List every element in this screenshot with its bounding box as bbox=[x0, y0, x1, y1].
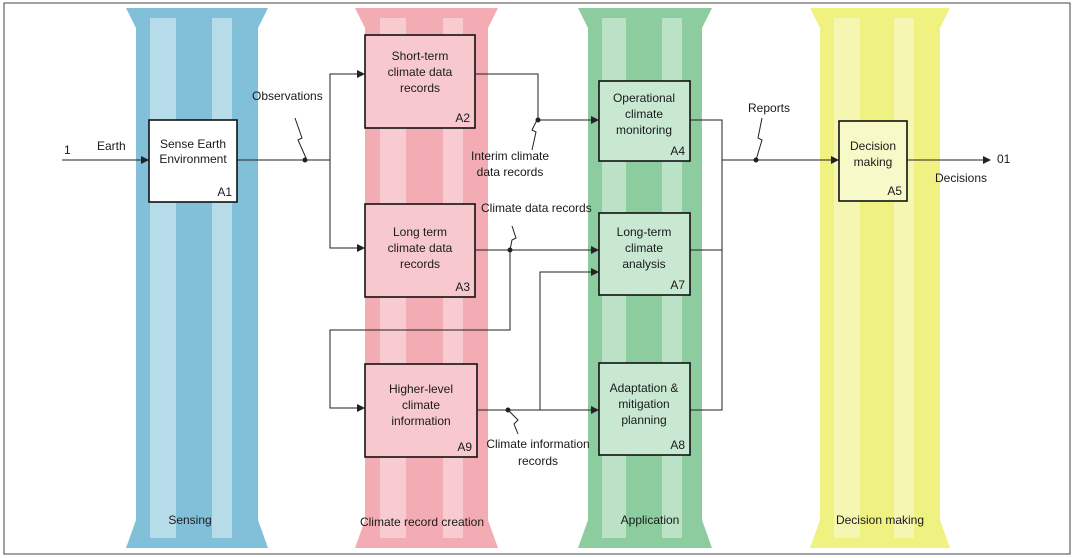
diagram-frame bbox=[3, 2, 1071, 555]
box-a7: Long-term climate analysis A7 bbox=[598, 212, 691, 296]
box-a3-line-1: Long term bbox=[393, 225, 447, 239]
box-a7-id: A7 bbox=[670, 278, 685, 292]
line-a8-out bbox=[690, 250, 723, 411]
line-a4-out bbox=[690, 119, 723, 160]
box-a3-id: A3 bbox=[455, 280, 470, 294]
pillar-label-application: Application bbox=[621, 513, 680, 527]
box-a1: Sense Earth Environment A1 bbox=[148, 119, 238, 203]
box-a4: Operational climate monitoring A4 bbox=[598, 80, 691, 162]
box-a9-line-1: Higher-level bbox=[389, 382, 453, 396]
box-a5-line-2: making bbox=[854, 155, 893, 169]
dot-climate-info bbox=[505, 407, 511, 413]
box-a4-line-1: Operational bbox=[613, 91, 675, 105]
label-interim-line-1: Interim climate bbox=[471, 149, 549, 163]
arrow-to-a2 bbox=[329, 70, 365, 160]
leader-interim bbox=[531, 117, 539, 151]
box-a4-line-2: climate bbox=[625, 107, 663, 121]
pillar-sensing: Sensing bbox=[126, 8, 268, 548]
box-a8-line-2: mitigation bbox=[618, 397, 669, 411]
box-a3-line-3: records bbox=[400, 257, 440, 271]
label-observations: Observations bbox=[252, 89, 323, 103]
box-a2-line-3: records bbox=[400, 81, 440, 95]
box-a1-line-1: Sense Earth bbox=[160, 137, 226, 151]
box-a1-line-2: Environment bbox=[159, 152, 227, 166]
dot-reports bbox=[753, 157, 759, 163]
label-climate-info-line-2: records bbox=[518, 454, 558, 468]
leader-observations bbox=[294, 117, 307, 159]
box-a4-line-3: monitoring bbox=[616, 123, 672, 137]
box-a2-line-2: climate data bbox=[388, 65, 453, 79]
leader-reports bbox=[755, 117, 763, 161]
arrow-to-a3 bbox=[329, 160, 365, 252]
pillar-label-climate-record-creation: Climate record creation bbox=[360, 515, 484, 529]
box-a9-line-2: climate bbox=[402, 398, 440, 412]
box-a7-line-3: analysis bbox=[622, 257, 665, 271]
flow-labels: 1 Earth Observations Interim climate dat… bbox=[64, 89, 1011, 468]
box-a1-id: A1 bbox=[217, 185, 232, 199]
box-a5: Decision making A5 bbox=[838, 120, 908, 202]
box-a8-line-3: planning bbox=[621, 413, 666, 427]
label-reports: Reports bbox=[748, 101, 790, 115]
pillar-decision-making: Decision making bbox=[810, 8, 950, 548]
leader-climate-data-records bbox=[509, 225, 517, 251]
box-a7-line-1: Long-term bbox=[617, 225, 672, 239]
box-a2-id: A2 bbox=[455, 111, 470, 125]
box-a5-line-1: Decision bbox=[850, 139, 896, 153]
box-a2: Short-term climate data records A2 bbox=[364, 34, 476, 129]
box-a4-id: A4 bbox=[670, 144, 685, 158]
dot-climate-data-records bbox=[507, 247, 513, 253]
label-output-number: 01 bbox=[997, 152, 1011, 166]
dot-interim bbox=[535, 117, 541, 123]
box-a9: Higher-level climate information A9 bbox=[364, 363, 478, 458]
label-climate-data-records: Climate data records bbox=[481, 201, 592, 215]
box-a3-line-2: climate data bbox=[388, 241, 453, 255]
box-a2-line-1: Short-term bbox=[392, 49, 449, 63]
arrow-a9-to-a7 bbox=[539, 268, 599, 410]
leader-climate-info bbox=[507, 409, 519, 435]
activity-boxes: Sense Earth Environment A1 Short-term cl… bbox=[148, 34, 908, 458]
label-earth: Earth bbox=[97, 139, 126, 153]
arrow-a3-to-a9 bbox=[329, 250, 511, 412]
box-a7-line-2: climate bbox=[625, 241, 663, 255]
dot-observations bbox=[302, 157, 308, 163]
label-decisions: Decisions bbox=[935, 171, 987, 185]
box-a8-line-1: Adaptation & bbox=[610, 381, 679, 395]
label-climate-info-line-1: Climate information bbox=[486, 437, 589, 451]
box-a5-id: A5 bbox=[887, 184, 902, 198]
junction-dots bbox=[302, 117, 759, 413]
arrow-a2-to-a4 bbox=[476, 73, 599, 124]
box-a9-id: A9 bbox=[457, 440, 472, 454]
box-a8-id: A8 bbox=[670, 438, 685, 452]
connectors bbox=[62, 70, 991, 435]
pillar-label-decision-making: Decision making bbox=[836, 513, 924, 527]
box-a3: Long term climate data records A3 bbox=[364, 203, 476, 298]
label-input-number: 1 bbox=[64, 143, 71, 157]
pillar-label-sensing: Sensing bbox=[168, 513, 211, 527]
label-interim-line-2: data records bbox=[477, 165, 544, 179]
box-a8: Adaptation & mitigation planning A8 bbox=[598, 362, 691, 456]
box-a9-line-3: information bbox=[391, 414, 450, 428]
